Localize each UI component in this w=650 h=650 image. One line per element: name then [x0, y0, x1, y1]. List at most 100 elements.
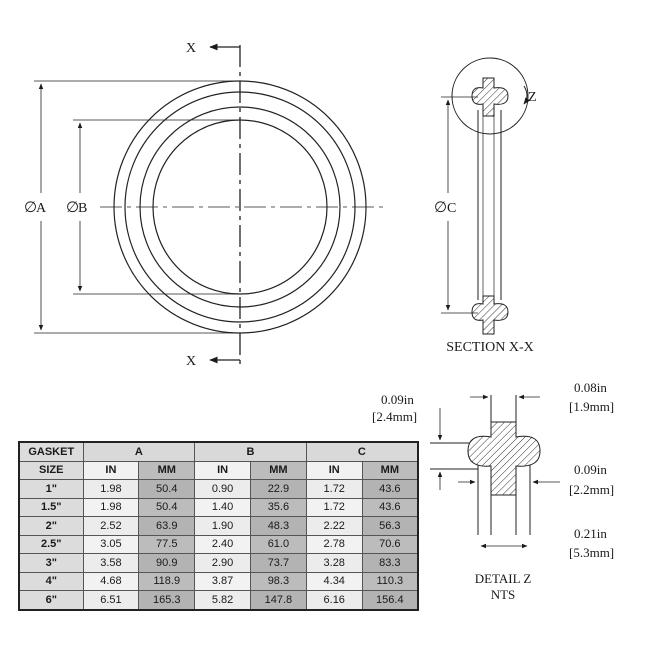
header-group-b: B — [194, 441, 307, 462]
section-label-top: X — [186, 41, 196, 56]
diameter-symbol-c: ∅ — [434, 200, 447, 216]
cell-b-in: 2.40 — [194, 534, 251, 554]
cell-size: 1" — [18, 479, 84, 499]
header-group-a: A — [82, 441, 196, 462]
cell-size: 2.5" — [18, 534, 84, 554]
cell-c-mm: 83.3 — [361, 553, 419, 573]
cell-c-in: 2.78 — [305, 534, 363, 554]
table-row: 2" 2.52 63.9 1.90 48.3 2.22 56.3 — [18, 516, 419, 536]
cell-c-mm: 56.3 — [361, 516, 419, 536]
table-row: 2.5" 3.05 77.5 2.40 61.0 2.78 70.6 — [18, 534, 419, 554]
cell-b-mm: 61.0 — [249, 534, 307, 554]
cell-b-mm: 35.6 — [249, 497, 307, 517]
header-group-c: C — [305, 441, 419, 462]
cell-c-mm: 70.6 — [361, 534, 419, 554]
cell-a-in: 4.68 — [82, 571, 140, 591]
detail-view — [430, 394, 560, 549]
cell-a-mm: 118.9 — [138, 571, 196, 591]
header-a-mm: MM — [138, 460, 196, 480]
cell-c-mm: 43.6 — [361, 479, 419, 499]
cell-b-in: 3.87 — [194, 571, 251, 591]
cell-b-in: 5.82 — [194, 590, 251, 610]
cell-b-mm: 147.8 — [249, 590, 307, 610]
table-row: 1" 1.98 50.4 0.90 22.9 1.72 43.6 — [18, 479, 419, 499]
cell-size: 4" — [18, 571, 84, 591]
cell-a-in: 1.98 — [82, 497, 140, 517]
cell-b-mm: 73.7 — [249, 553, 307, 573]
cell-a-in: 1.98 — [82, 479, 140, 499]
table-row: 3" 3.58 90.9 2.90 73.7 3.28 83.3 — [18, 553, 419, 573]
label-b: B — [78, 201, 87, 216]
cell-c-in: 6.16 — [305, 590, 363, 610]
cell-size: 1.5" — [18, 497, 84, 517]
detail-caption-nts: NTS — [491, 587, 516, 602]
gasket-size-table: GASKET A B C SIZE IN MM IN MM IN MM 1" 1… — [18, 441, 419, 611]
label-a: A — [36, 201, 47, 216]
cell-b-mm: 22.9 — [249, 479, 307, 499]
cell-c-mm: 43.6 — [361, 497, 419, 517]
cell-c-in: 1.72 — [305, 479, 363, 499]
section-label-bottom: X — [186, 354, 196, 369]
header-a-in: IN — [82, 460, 140, 480]
cell-a-in: 3.58 — [82, 553, 140, 573]
dim-top-left-mm: [2.4mm] — [372, 409, 417, 424]
front-view-labels: ∅ A ∅ B X X — [24, 41, 196, 369]
cell-c-in: 4.34 — [305, 571, 363, 591]
detail-profile — [467, 421, 541, 496]
diameter-symbol-b: ∅ — [66, 200, 79, 216]
header-gasket: GASKET — [18, 441, 84, 462]
diameter-symbol-a: ∅ — [24, 200, 37, 216]
cell-size: 6" — [18, 590, 84, 610]
detail-marker-z: Z — [528, 90, 537, 105]
dim-top-right-in: 0.08in — [574, 380, 607, 395]
header-c-mm: MM — [361, 460, 419, 480]
section-profile-top — [471, 77, 509, 117]
detail-z-circle — [451, 57, 529, 135]
cell-b-mm: 48.3 — [249, 516, 307, 536]
cell-a-mm: 90.9 — [138, 553, 196, 573]
header-b-mm: MM — [249, 460, 307, 480]
cell-a-mm: 63.9 — [138, 516, 196, 536]
dim-mid-right-in: 0.09in — [574, 462, 607, 477]
label-c: C — [447, 201, 456, 216]
dim-bottom-in: 0.21in — [574, 526, 607, 541]
dim-mid-right-mm: [2.2mm] — [569, 482, 614, 497]
cell-a-mm: 165.3 — [138, 590, 196, 610]
cell-size: 2" — [18, 516, 84, 536]
cell-a-mm: 50.4 — [138, 497, 196, 517]
cell-size: 3" — [18, 553, 84, 573]
cell-a-in: 3.05 — [82, 534, 140, 554]
front-view — [34, 43, 385, 368]
header-size: SIZE — [18, 460, 84, 480]
header-b-in: IN — [194, 460, 251, 480]
cell-a-mm: 50.4 — [138, 479, 196, 499]
cell-c-mm: 156.4 — [361, 590, 419, 610]
cell-b-in: 2.90 — [194, 553, 251, 573]
cell-c-in: 2.22 — [305, 516, 363, 536]
cell-a-mm: 77.5 — [138, 534, 196, 554]
cell-c-in: 1.72 — [305, 497, 363, 517]
cell-c-mm: 110.3 — [361, 571, 419, 591]
section-profile-bottom — [471, 295, 509, 335]
detail-view-labels: 0.09in [2.4mm] 0.08in [1.9mm] 0.09in [2.… — [372, 380, 614, 602]
detail-z-arrow — [523, 85, 531, 105]
section-view — [441, 57, 531, 335]
cell-b-in: 1.40 — [194, 497, 251, 517]
dim-top-right-mm: [1.9mm] — [569, 399, 614, 414]
section-caption: SECTION X-X — [446, 340, 534, 355]
cell-b-in: 0.90 — [194, 479, 251, 499]
detail-caption: DETAIL Z — [475, 571, 532, 586]
table-row: 1.5" 1.98 50.4 1.40 35.6 1.72 43.6 — [18, 497, 419, 517]
cell-b-in: 1.90 — [194, 516, 251, 536]
cell-a-in: 2.52 — [82, 516, 140, 536]
cell-a-in: 6.51 — [82, 590, 140, 610]
dim-bottom-mm: [5.3mm] — [569, 545, 614, 560]
cell-b-mm: 98.3 — [249, 571, 307, 591]
header-c-in: IN — [305, 460, 363, 480]
dim-top-left-in: 0.09in — [381, 392, 414, 407]
table-row: 4" 4.68 118.9 3.87 98.3 4.34 110.3 — [18, 571, 419, 591]
table-row: 6" 6.51 165.3 5.82 147.8 6.16 156.4 — [18, 590, 419, 610]
section-view-labels: ∅ C Z SECTION X-X — [434, 90, 537, 355]
cell-c-in: 3.28 — [305, 553, 363, 573]
